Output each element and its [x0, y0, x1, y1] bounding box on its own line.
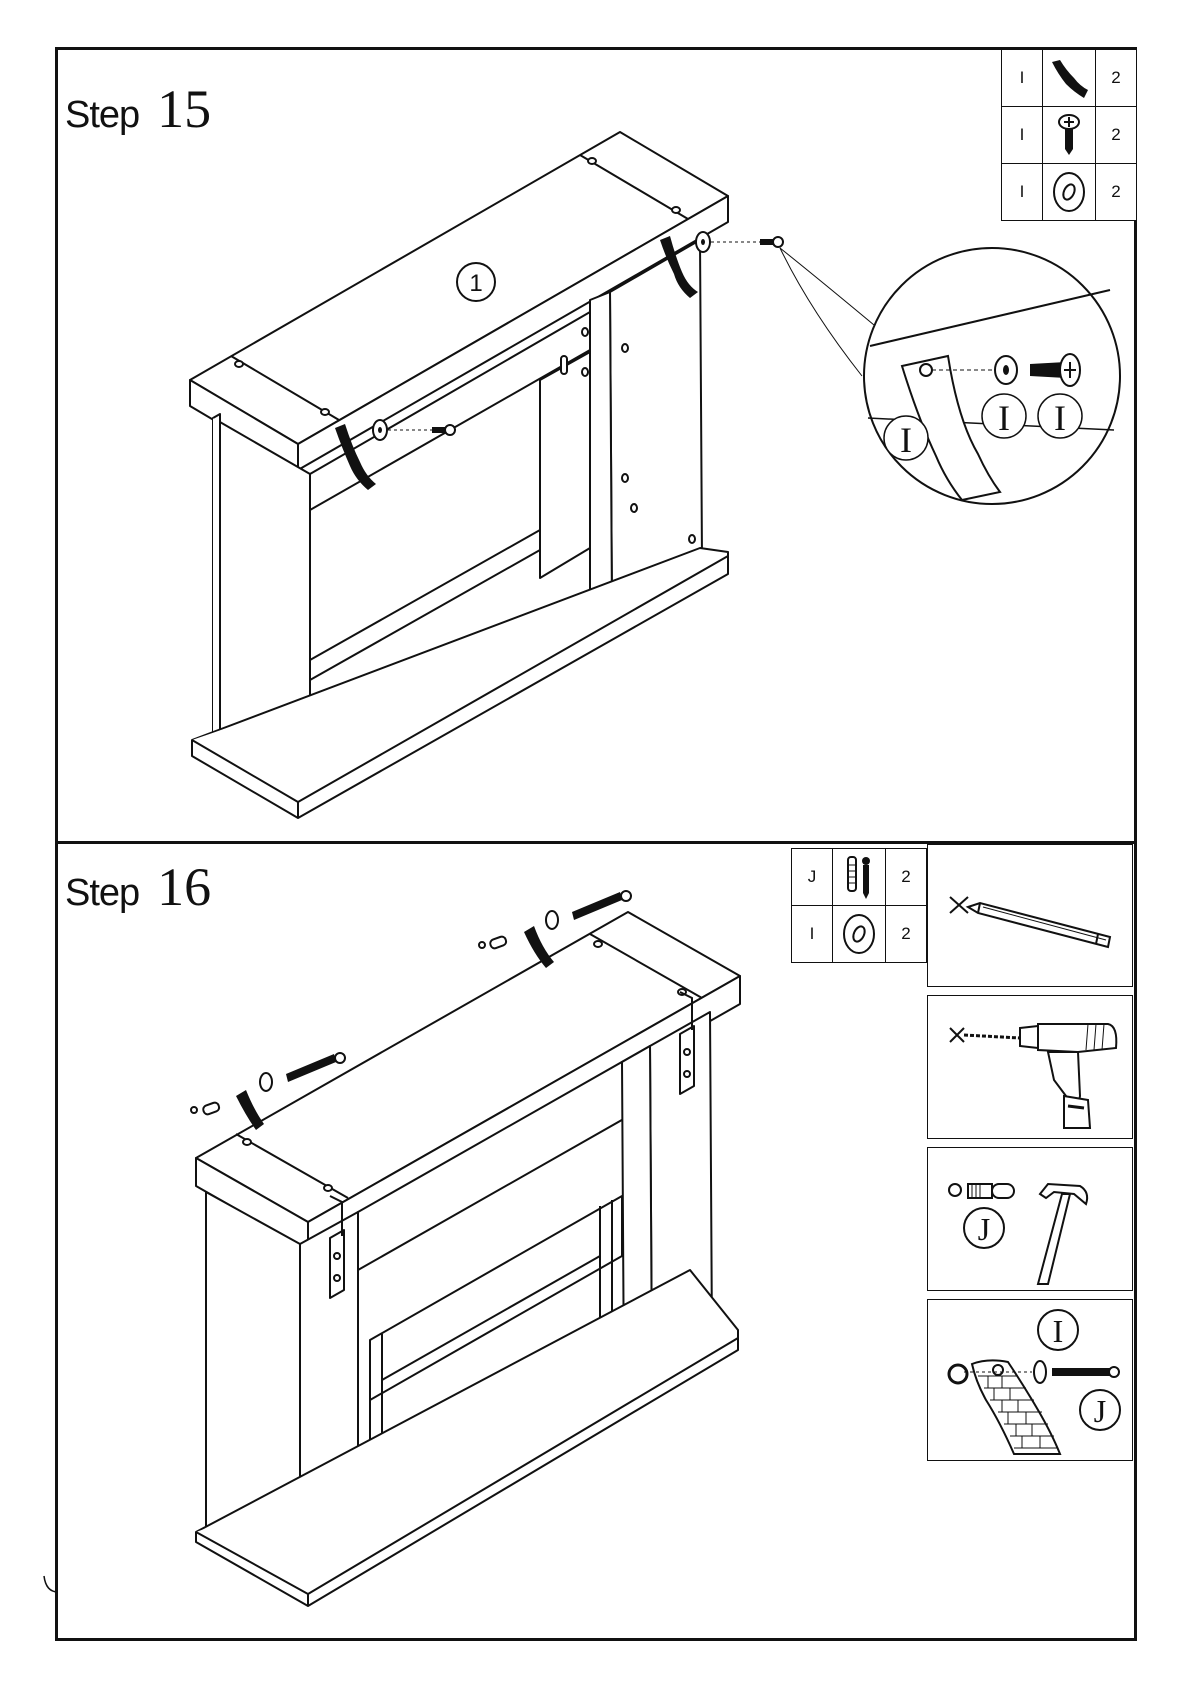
detail-strap-label: I	[900, 420, 912, 460]
right-bracket-plate	[680, 1026, 694, 1094]
detail-screw-label: I	[1054, 398, 1066, 438]
right-panel-edge	[590, 292, 612, 620]
part-number-label: 1	[469, 270, 482, 297]
corner-mark	[44, 1576, 58, 1592]
center-support	[540, 352, 590, 578]
left-side-panel-edge	[213, 414, 220, 742]
left-bracket-plate	[330, 1230, 344, 1298]
detail-washer-label: I	[998, 398, 1010, 438]
